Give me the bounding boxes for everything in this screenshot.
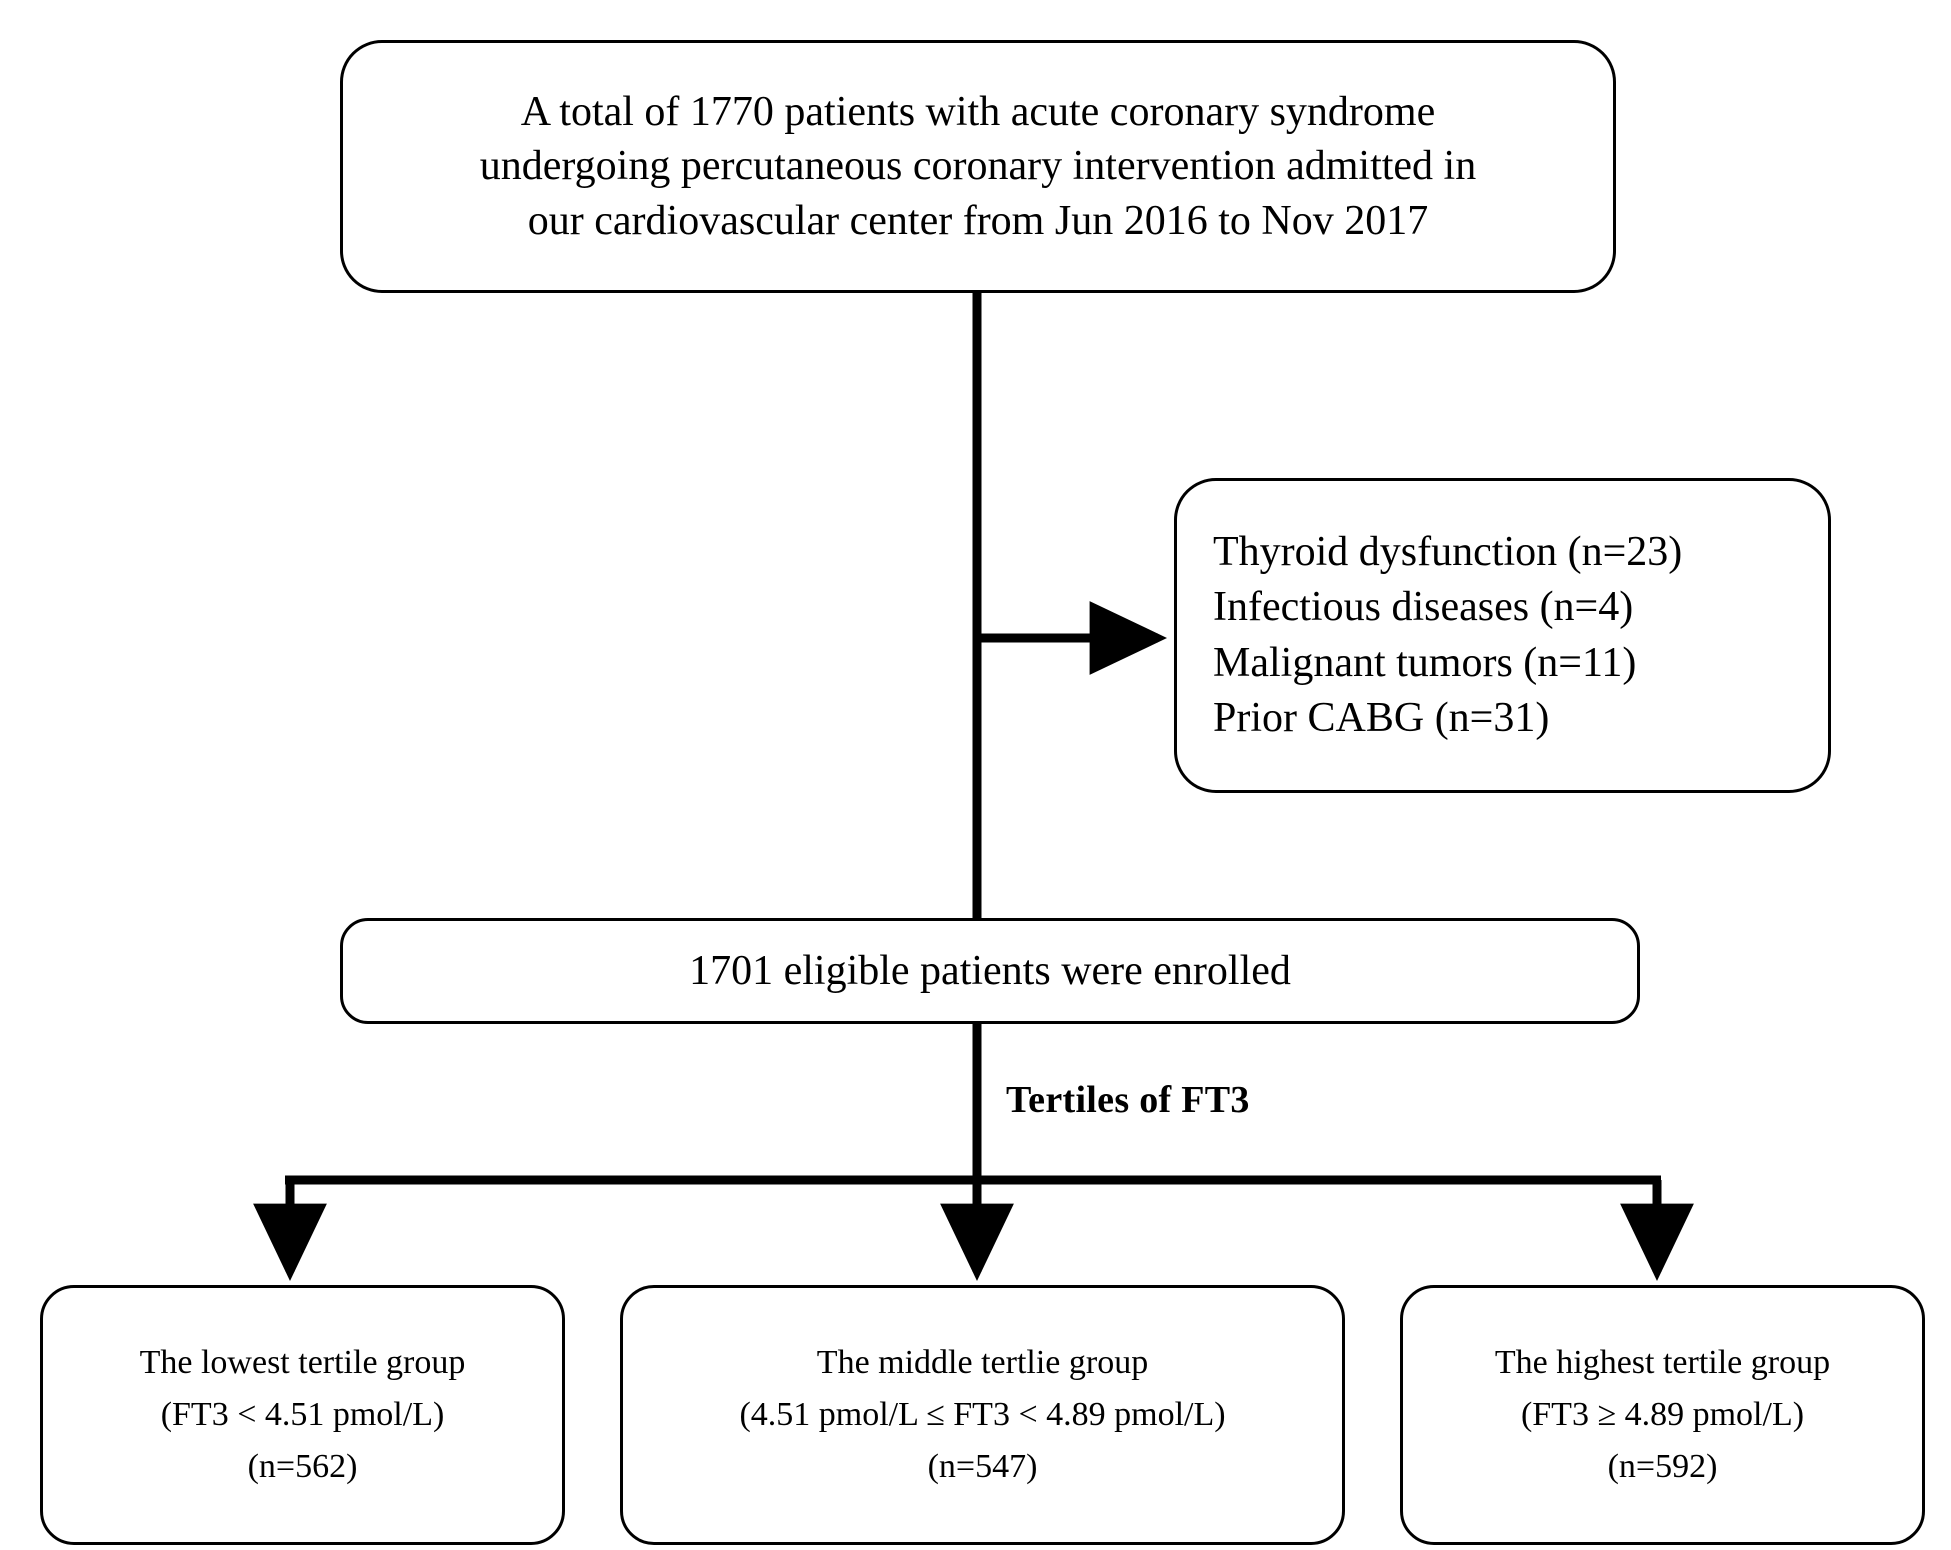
group-highest-count: (n=592) <box>1607 1447 1718 1485</box>
group-middle-count: (n=547) <box>927 1447 1038 1485</box>
node-exclusions: Thyroid dysfunction (n=23) Infectious di… <box>1174 478 1831 793</box>
node-enrollment-line-3: our cardiovascular center from Jun 2016 … <box>527 197 1429 244</box>
exclusion-prior-cabg: Prior CABG (n=31) <box>1213 694 1550 741</box>
group-middle-range: (4.51 pmol/L ≤ FT3 < 4.89 pmol/L) <box>739 1396 1226 1434</box>
group-highest-range: (FT3 ≥ 4.89 pmol/L) <box>1520 1396 1805 1434</box>
group-middle-title: The middle tertlie group <box>816 1344 1149 1382</box>
split-label-tertiles-of-ft3: Tertiles of FT3 <box>1006 1079 1250 1121</box>
exclusion-malignant-tumors: Malignant tumors (n=11) <box>1213 639 1637 686</box>
exclusion-infectious-diseases: Infectious diseases (n=4) <box>1213 584 1634 631</box>
node-enrollment: A total of 1770 patients with acute coro… <box>340 40 1616 293</box>
group-lowest-title: The lowest tertile group <box>139 1344 466 1382</box>
group-lowest-count: (n=562) <box>247 1447 358 1485</box>
node-enrollment-line-2: undergoing percutaneous coronary interve… <box>479 143 1477 190</box>
node-eligible-patients: 1701 eligible patients were enrolled <box>340 918 1640 1024</box>
node-eligible-line-1: 1701 eligible patients were enrolled <box>689 947 1291 994</box>
exclusion-thyroid-dysfunction: Thyroid dysfunction (n=23) <box>1213 528 1683 575</box>
node-enrollment-line-1: A total of 1770 patients with acute coro… <box>520 88 1436 135</box>
node-group-highest-tertile: The highest tertile group (FT3 ≥ 4.89 pm… <box>1400 1285 1925 1545</box>
group-highest-title: The highest tertile group <box>1494 1344 1831 1382</box>
group-lowest-range: (FT3 < 4.51 pmol/L) <box>160 1396 445 1434</box>
node-group-lowest-tertile: The lowest tertile group (FT3 < 4.51 pmo… <box>40 1285 565 1545</box>
node-group-middle-tertile: The middle tertlie group (4.51 pmol/L ≤ … <box>620 1285 1345 1545</box>
